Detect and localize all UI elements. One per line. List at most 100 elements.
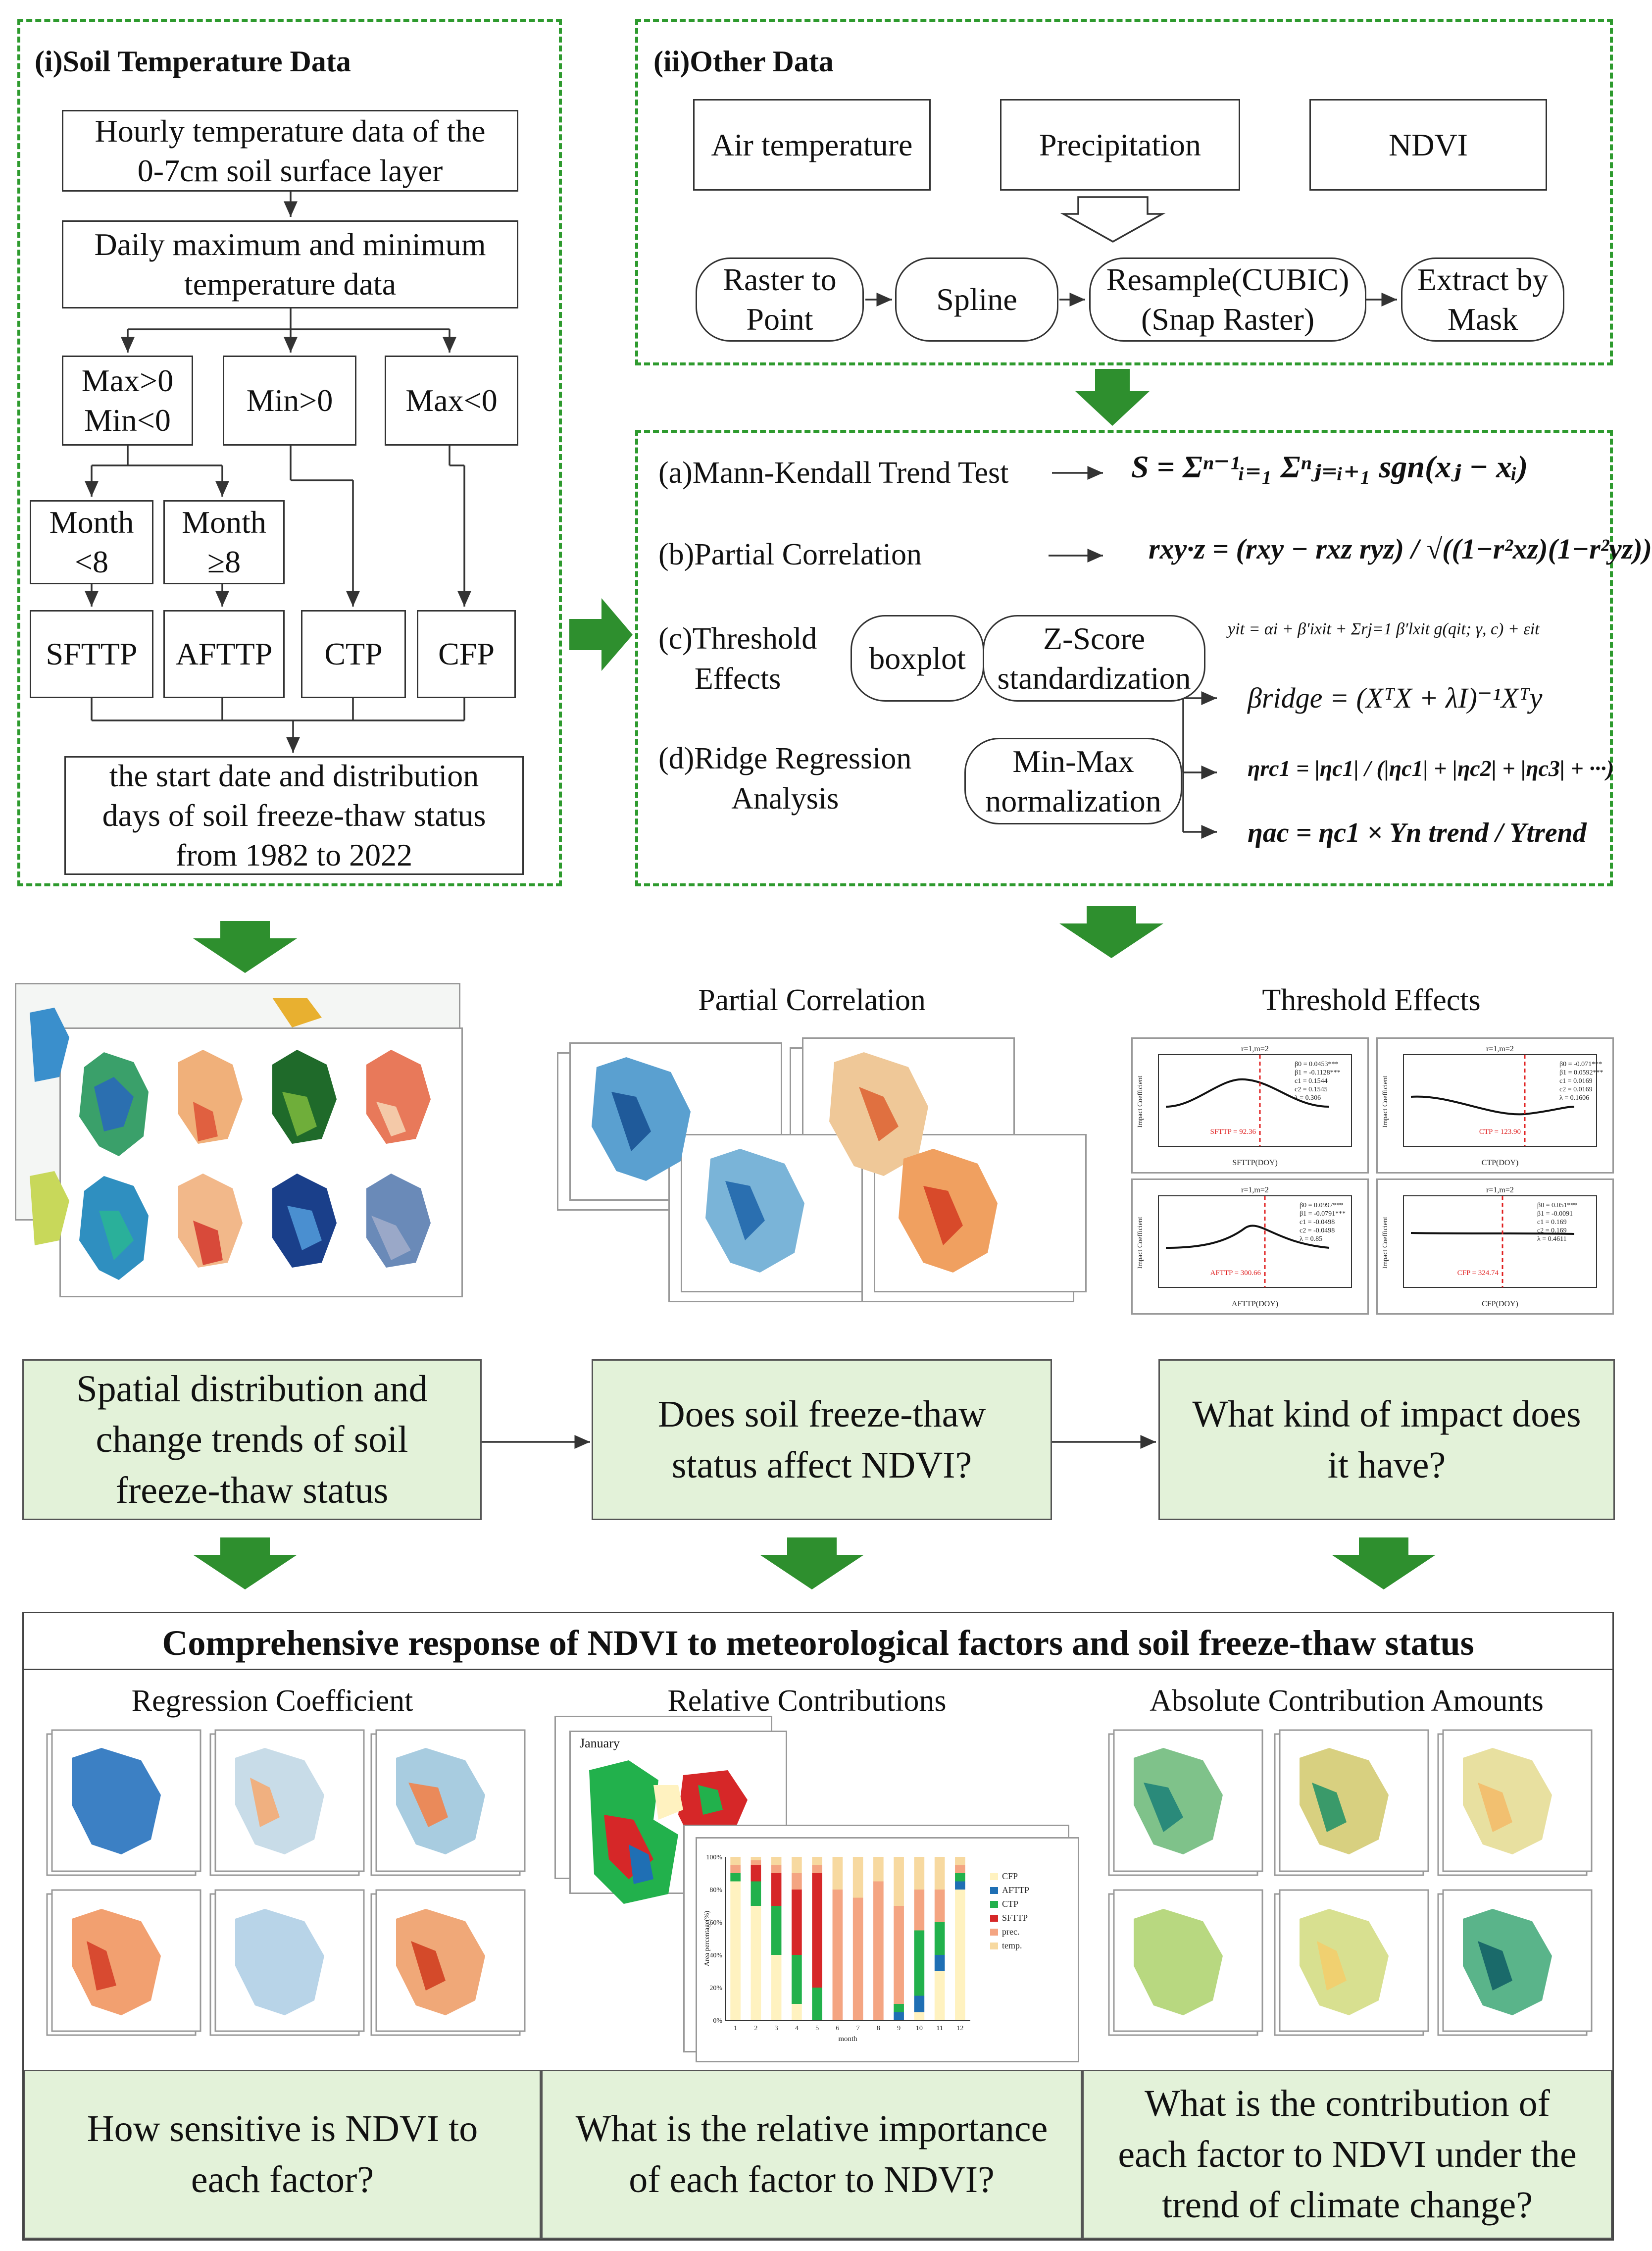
te-plot-stat: β1 = -0.0091 bbox=[1537, 1210, 1573, 1218]
partial-correlation-title: Partial Correlation bbox=[698, 983, 926, 1017]
chart-xtick: 6 bbox=[836, 2025, 839, 2032]
raster-to-point-step: Raster to Point bbox=[696, 257, 864, 342]
afttp-box: AFTTP bbox=[163, 610, 285, 698]
chart-bar-CTP bbox=[730, 1873, 741, 1882]
te-plot-title: r=1,m=2 bbox=[1486, 1045, 1514, 1053]
chart-bar-SFTTP bbox=[792, 1890, 802, 1955]
legend-label: CTP bbox=[1002, 1899, 1018, 1909]
chart-xtick: 7 bbox=[856, 2025, 860, 2032]
threshold-formula: yit = αi + β′ixit + Σrj=1 β′lxit g(qit; … bbox=[1228, 620, 1540, 638]
chart-ytick: 60% bbox=[709, 1919, 722, 1927]
cond-min-gt0: Min>0 bbox=[223, 356, 356, 446]
chart-bar-SFTTP bbox=[812, 1873, 822, 1988]
chart-bar-prec. bbox=[832, 1890, 843, 2020]
te-plot-frame bbox=[1158, 1195, 1352, 1288]
chart-ytick: 100% bbox=[706, 1854, 722, 1861]
regression-coefficient-title: Regression Coefficient bbox=[131, 1684, 413, 1718]
chart-bar-prec. bbox=[934, 1890, 945, 1922]
chart-bar-temp. bbox=[812, 1857, 822, 1865]
te-plot-stat: λ = 0.306 bbox=[1295, 1094, 1321, 1102]
spline-step: Spline bbox=[895, 257, 1058, 342]
te-plot-stat: c1 = 0.1544 bbox=[1295, 1077, 1328, 1085]
question-affect-ndvi: Does soil freeze-thaw status affect NDVI… bbox=[592, 1359, 1052, 1520]
partial-correlation-map-shapes bbox=[592, 1052, 998, 1273]
chart-bar-temp. bbox=[955, 1857, 965, 1865]
te-plot-frame bbox=[1158, 1054, 1352, 1147]
chart-bar-SFTTP bbox=[771, 1873, 782, 1906]
te-plot-stat: β0 = -0.071*** bbox=[1559, 1061, 1602, 1068]
te-plot-stat: λ = 0.85 bbox=[1300, 1235, 1322, 1243]
freeze-thaw-maps-figure bbox=[15, 983, 463, 1310]
te-plot-stat: β0 = 0.0997*** bbox=[1300, 1202, 1344, 1209]
chart-bar-prec. bbox=[792, 1873, 802, 1890]
partial-correlation-maps bbox=[557, 1032, 1087, 1305]
chart-bar-temp. bbox=[852, 1857, 863, 1898]
chart-bar-CFP bbox=[955, 1890, 965, 2020]
te-plot-stat: β1 = -0.0791*** bbox=[1300, 1210, 1346, 1218]
question-relative-importance: What is the relative importance of each … bbox=[541, 2070, 1082, 2239]
legend-label: CFP bbox=[1002, 1871, 1018, 1881]
question-sensitivity: How sensitive is NDVI to each factor? bbox=[24, 2070, 541, 2239]
freeze-thaw-result-box: the start date and distribution days of … bbox=[64, 756, 524, 875]
chart-ytick: 80% bbox=[709, 1887, 722, 1894]
month-ge-8-box: Month ≥8 bbox=[163, 500, 285, 584]
month-map-label: January bbox=[580, 1736, 620, 1750]
chart-xtick: 12 bbox=[956, 2025, 963, 2032]
te-plot-frame bbox=[1403, 1054, 1597, 1147]
te-plot-marker: AFTTP = 300.66 bbox=[1210, 1269, 1261, 1277]
month-lt-8-box: Month <8 bbox=[30, 500, 153, 584]
ridge-regression-label: (d)Ridge Regression Analysis bbox=[658, 742, 912, 816]
precipitation-box: Precipitation bbox=[1000, 99, 1240, 191]
te-plot-xlabel: SFTTP(DOY) bbox=[1232, 1159, 1278, 1167]
min-max-step: Min-Max normalization bbox=[964, 738, 1182, 824]
extract-by-mask-step: Extract by Mask bbox=[1401, 257, 1564, 342]
chart-xlabel: month bbox=[838, 2035, 857, 2043]
chart-bar-CFP bbox=[730, 1881, 741, 2020]
te-sheet-2 bbox=[1376, 1037, 1614, 1174]
te-plot-stat: β0 = 0.0453*** bbox=[1295, 1061, 1339, 1068]
soil-temperature-panel bbox=[17, 19, 562, 886]
chart-bar-temp. bbox=[914, 1857, 925, 1890]
te-plot-stat: β1 = -0.1128*** bbox=[1295, 1069, 1341, 1076]
partial-correlation-label: (b)Partial Correlation bbox=[658, 538, 922, 571]
te-plot-stat: λ = 0.1606 bbox=[1559, 1094, 1589, 1102]
chart-bar-CTP bbox=[751, 1881, 761, 1906]
te-plot-marker: CTP = 123.90 bbox=[1479, 1128, 1521, 1136]
te-plot-title: r=1,m=2 bbox=[1486, 1186, 1514, 1194]
chart-bar-temp. bbox=[730, 1857, 741, 1865]
chart-bar-CTP bbox=[792, 1955, 802, 2004]
chart-bar-AFTTP bbox=[894, 2012, 904, 2020]
legend-label: SFTTP bbox=[1002, 1913, 1028, 1923]
chart-bar-CFP bbox=[751, 1906, 761, 2020]
regression-coefficient-maps bbox=[42, 1728, 526, 2040]
sfttp-box: SFTTP bbox=[30, 610, 153, 698]
ctp-box: CTP bbox=[301, 610, 406, 698]
chart-bar-prec. bbox=[751, 1860, 761, 1865]
te-plot-xlabel: CFP(DOY) bbox=[1482, 1300, 1518, 1308]
z-score-step: Z-Score standardization bbox=[983, 615, 1205, 702]
te-plot-stat: c2 = 0.1545 bbox=[1295, 1086, 1328, 1093]
daily-data-box: Daily maximum and minimum temperature da… bbox=[62, 220, 518, 308]
legend-swatch-prec. bbox=[990, 1929, 998, 1936]
boxplot-step: boxplot bbox=[851, 615, 984, 702]
legend-label: temp. bbox=[1002, 1941, 1022, 1950]
legend-swatch-temp. bbox=[990, 1943, 998, 1949]
chart-bar-prec. bbox=[873, 1881, 884, 2020]
chart-xtick: 3 bbox=[775, 2025, 778, 2032]
absolute-contribution-maps bbox=[1104, 1728, 1593, 2040]
te-plot-stat: c1 = -0.0498 bbox=[1300, 1219, 1335, 1226]
question-contribution-climate: What is the contribution of each factor … bbox=[1082, 2070, 1612, 2239]
chart-ytick: 20% bbox=[709, 1985, 722, 1992]
te-sheet-3 bbox=[1131, 1178, 1369, 1315]
freeze-thaw-maps bbox=[30, 998, 431, 1280]
legend-label: AFTTP bbox=[1002, 1885, 1029, 1895]
legend-label: prec. bbox=[1002, 1927, 1019, 1937]
cond-max-lt0: Max<0 bbox=[385, 356, 518, 446]
resample-step: Resample(CUBIC) (Snap Raster) bbox=[1089, 257, 1366, 342]
